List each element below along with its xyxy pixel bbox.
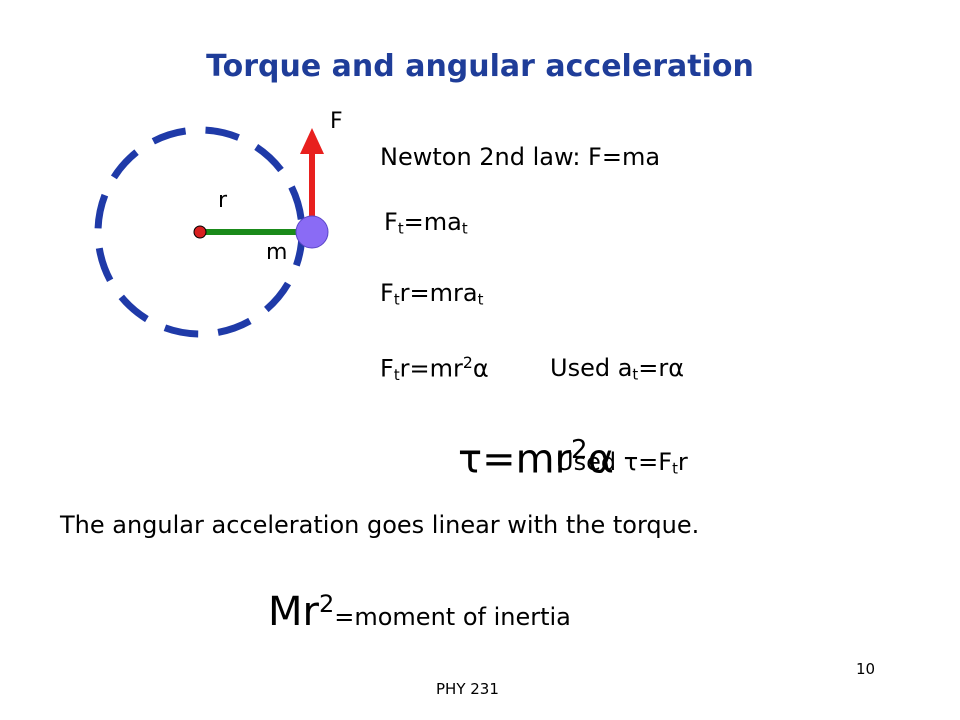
force-arrow-head: [300, 128, 324, 154]
note-tangential-acceleration: Used at=rα: [550, 354, 685, 384]
course-label: PHY 231: [436, 680, 499, 698]
point-mass: [295, 215, 329, 249]
mass-label: m: [266, 240, 288, 265]
note-torque-definition: Used τ=Ftr: [556, 448, 688, 478]
slide-title: Torque and angular acceleration: [206, 49, 754, 84]
conclusion-text: The angular acceleration goes linear wit…: [60, 511, 700, 539]
radius-label: r: [218, 188, 228, 213]
equation-times-r: Ftr=mrat: [380, 279, 484, 309]
newton-law: Newton 2nd law: F=ma: [380, 143, 661, 171]
center-point: [193, 225, 207, 239]
equation-angular: Ftr=mr2α: [380, 354, 489, 384]
moment-of-inertia: Mr2=moment of inertia: [268, 589, 571, 636]
force-label: F: [330, 109, 343, 134]
page-number: 10: [856, 660, 876, 678]
torque-equation: τ=mr2α: [458, 435, 614, 483]
equation-tangential-force: Ft=mat: [384, 208, 468, 238]
